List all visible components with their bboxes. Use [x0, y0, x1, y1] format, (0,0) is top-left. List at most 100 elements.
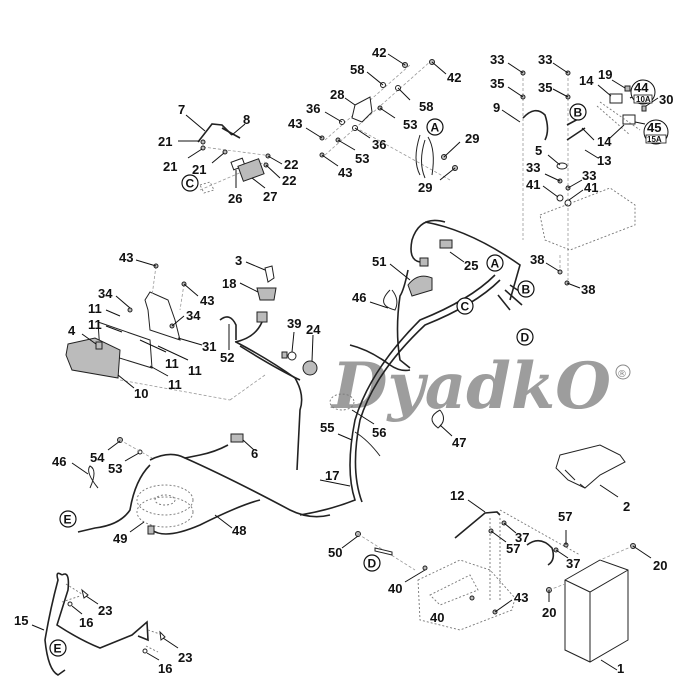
- mounting-frame: [417, 559, 516, 631]
- connector-ref-B: [517, 280, 535, 298]
- relay-27-callouts: 7 8 21 21 21 22 22 26 27 C: [158, 102, 298, 206]
- callout-2: 2: [623, 499, 630, 514]
- callout-7: 7: [178, 102, 185, 117]
- sensor-56: [329, 393, 355, 411]
- e-lead: [77, 464, 151, 533]
- ignition-callouts: 3 18 52 39 24: [220, 253, 321, 365]
- connector-ref-A-label: A: [431, 121, 440, 135]
- callout-3: 3: [235, 253, 242, 268]
- connector-ref-A: [426, 118, 444, 136]
- fuse-44-rating: 10A: [636, 95, 651, 104]
- callout-50: 50: [328, 545, 342, 560]
- callout-21: 21: [158, 134, 172, 149]
- callout-18: 18: [222, 276, 236, 291]
- cable-lug: [374, 547, 393, 556]
- callout-43: 43: [514, 590, 528, 605]
- clutch-plug: [147, 525, 155, 535]
- callout-10: 10: [134, 386, 148, 401]
- ignition-assembly: [219, 265, 318, 471]
- clip-47: [431, 409, 444, 429]
- callout-42: 42: [447, 70, 461, 85]
- cable-12: [454, 511, 501, 539]
- callout-8: 8: [243, 112, 250, 127]
- connector-ref-C-label: C: [461, 300, 470, 314]
- screw-34-a: [127, 307, 133, 313]
- callout-34: 34: [186, 308, 201, 323]
- connector-ref-C-label: C: [186, 177, 195, 191]
- connector-ref-D: [516, 328, 534, 346]
- callout-33: 33: [526, 160, 540, 175]
- harness-15-callouts: 15 16 16 23 23 E: [14, 595, 192, 676]
- callout-26: 26: [228, 191, 242, 206]
- callout-29: 29: [418, 180, 432, 195]
- panel-bracket-assembly: [65, 263, 266, 401]
- callout-33: 33: [538, 52, 552, 67]
- callout-38: 38: [581, 282, 595, 297]
- battery-cover-2: [555, 444, 626, 489]
- switch-connector: [256, 311, 268, 323]
- callout-25: 25: [464, 258, 478, 273]
- callout-56: 56: [372, 425, 386, 440]
- connector-ref-D-label: D: [521, 331, 530, 345]
- fuse-holder-14-a: [609, 93, 623, 104]
- connector-ref-B-label: B: [522, 283, 531, 297]
- watermark: DyadkO: [330, 349, 611, 424]
- main-harness-assembly: [299, 219, 526, 516]
- callout-43: 43: [288, 116, 302, 131]
- callout-45: 45: [647, 120, 661, 135]
- callout-24: 24: [306, 322, 321, 337]
- connector-4: [95, 341, 103, 350]
- ignition-switch-18: [256, 287, 277, 301]
- connector-ref-B: [569, 103, 587, 121]
- callout-11: 11: [168, 377, 182, 392]
- callout-43: 43: [200, 293, 214, 308]
- callout-30: 30: [659, 92, 673, 107]
- callout-58: 58: [350, 62, 364, 77]
- clip-19: [624, 85, 631, 92]
- connector-ref-C: [456, 297, 474, 315]
- callout-13: 13: [597, 153, 611, 168]
- bracket-28: [351, 96, 373, 123]
- callout-46: 46: [352, 290, 366, 305]
- washer-41-a: [556, 194, 564, 202]
- callout-20: 20: [653, 558, 667, 573]
- callout-43: 43: [119, 250, 133, 265]
- callout-31: 31: [202, 339, 216, 354]
- pin-16-a: [67, 601, 73, 607]
- harness-15: [44, 572, 66, 676]
- callout-23: 23: [178, 650, 192, 665]
- callout-37: 37: [566, 556, 580, 571]
- fuse-holder-14-b: [622, 114, 636, 125]
- cable-37: [526, 539, 555, 566]
- callout-41: 41: [526, 177, 540, 192]
- harness-clip: [281, 351, 288, 359]
- harness-15-assembly: [44, 572, 166, 676]
- callout-48: 48: [232, 523, 246, 538]
- callout-21: 21: [163, 159, 177, 174]
- callout-38: 38: [530, 252, 544, 267]
- callout-28: 28: [330, 87, 344, 102]
- relay-27-assembly: [197, 123, 273, 194]
- callout-23: 23: [98, 603, 112, 618]
- svg-text:®: ®: [617, 369, 627, 380]
- callout-55: 55: [320, 420, 334, 435]
- battery-callouts: 12 2 57 57 37 37 20 20 50 40 40 43 1 D: [328, 484, 667, 676]
- fuse-44-badge: 44 10A: [629, 79, 656, 105]
- callout-9: 9: [493, 100, 500, 115]
- callout-19: 19: [598, 67, 612, 82]
- callout-27: 27: [263, 189, 277, 204]
- callout-39: 39: [287, 316, 301, 331]
- callout-5: 5: [535, 143, 542, 158]
- callout-11: 11: [88, 317, 102, 332]
- clutch-49: [136, 484, 194, 516]
- callout-35: 35: [490, 76, 504, 91]
- clutch-harness-callouts: 46 54 53 6 49 48 E: [52, 439, 258, 546]
- callout-57: 57: [506, 541, 520, 556]
- connector-ref-A-label: A: [491, 257, 500, 271]
- housing-10: [65, 337, 121, 379]
- callout-49: 49: [113, 531, 127, 546]
- connector-6: [230, 433, 244, 443]
- nut-40-b: [469, 595, 475, 601]
- connector-ref-D-label: D: [368, 557, 377, 571]
